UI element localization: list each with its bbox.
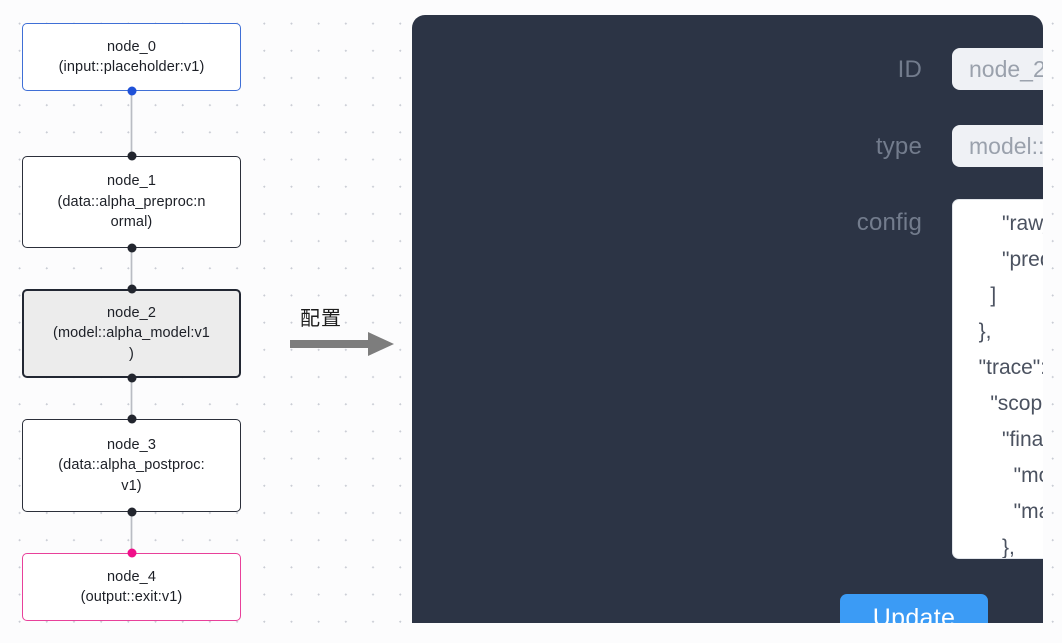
config-textarea-wrap: "raw_action", "pred" ] }, "trace": { "sc… [952, 199, 1043, 559]
node-handle-node_3-target[interactable] [127, 414, 136, 424]
node-title: node_1 [107, 173, 156, 190]
config-field-label: config [856, 209, 922, 236]
annotation-label: 配置 [300, 306, 342, 330]
graph-node-node_2[interactable]: node_2 (model::alpha_model:v1 ) [22, 289, 241, 378]
graph-node-node_4[interactable]: node_4 (output::exit:v1) [22, 553, 241, 621]
node-handle-node_3-source[interactable] [127, 507, 136, 517]
graph-node-node_3[interactable]: node_3 (data::alpha_postproc: v1) [22, 419, 241, 512]
node-subtitle: (data::alpha_preproc:n ormal) [57, 193, 206, 231]
node-subtitle: (input::placeholder:v1) [58, 59, 205, 75]
id-field-label: ID [897, 56, 922, 83]
node-handle-node_4-target[interactable] [127, 548, 136, 558]
id-input[interactable] [952, 48, 1043, 90]
graph-node-node_0[interactable]: node_0 (input::placeholder:v1) [22, 23, 241, 91]
node-handle-node_2-source[interactable] [127, 373, 136, 383]
node-subtitle: (data::alpha_postproc: v1) [58, 457, 205, 494]
type-input[interactable] [952, 125, 1043, 167]
node-title: node_4 [107, 568, 156, 585]
node-title: node_3 [107, 436, 156, 453]
node-config-panel: ID type config "raw_action", "pred" ] },… [412, 15, 1043, 623]
config-textarea[interactable]: "raw_action", "pred" ] }, "trace": { "sc… [952, 199, 1043, 559]
node-handle-node_0-source[interactable] [127, 86, 136, 96]
node-title: node_2 [107, 304, 156, 321]
graph-node-node_1[interactable]: node_1 (data::alpha_preproc:n ormal) [22, 156, 241, 248]
update-button[interactable]: Update [840, 594, 988, 623]
annotation-arrow-icon [290, 332, 394, 356]
node-subtitle: (output::exit:v1) [80, 589, 183, 605]
node-subtitle: (model::alpha_model:v1 ) [53, 325, 210, 362]
node-title: node_0 [107, 38, 156, 55]
node-handle-node_1-target[interactable] [127, 151, 136, 161]
node-handle-node_2-target[interactable] [127, 284, 136, 294]
node-handle-node_1-source[interactable] [127, 243, 136, 253]
type-field-label: type [875, 133, 922, 160]
